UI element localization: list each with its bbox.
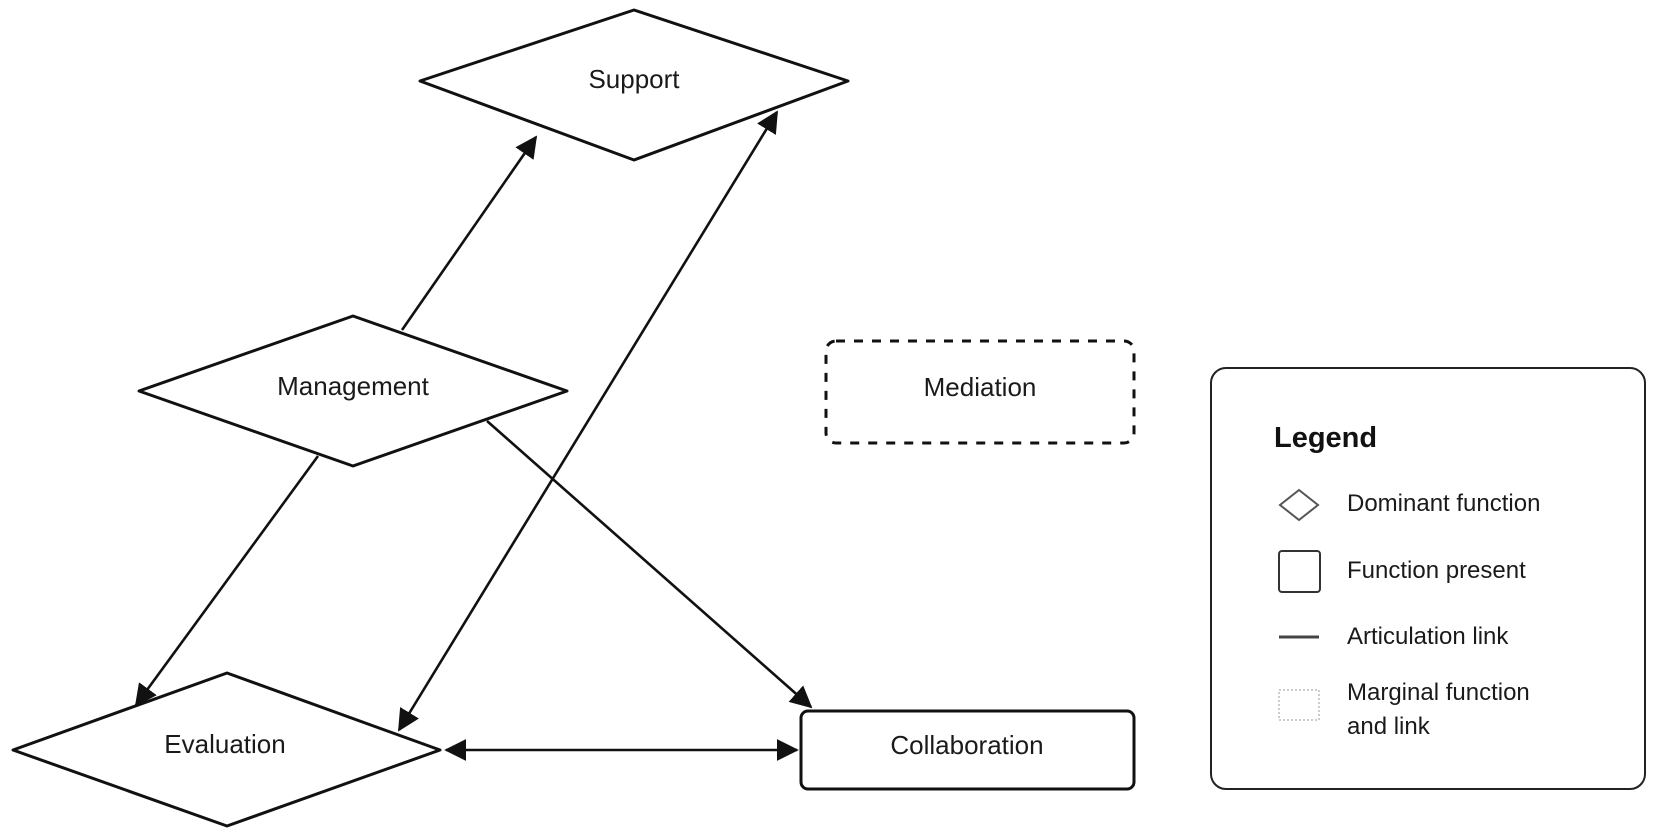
legend-title: Legend <box>1274 422 1377 454</box>
evaluation-label: Evaluation <box>164 729 285 759</box>
evaluation-diamond <box>11 671 442 828</box>
collaboration-label: Collaboration <box>890 730 1043 760</box>
legend-dotted-square-icon <box>1278 689 1320 721</box>
links <box>134 110 813 761</box>
mediation-box <box>824 339 1136 445</box>
link-evaluation-support <box>397 110 779 732</box>
node-collaboration: Collaboration <box>799 709 1136 791</box>
legend-item-present: Function present <box>1347 557 1526 584</box>
node-management: Management <box>137 314 569 468</box>
node-mediation: Mediation <box>824 339 1136 445</box>
management-diamond <box>137 314 569 468</box>
support-label: Support <box>588 64 680 94</box>
legend-item-marginal-line2: and link <box>1347 713 1431 740</box>
legend-diamond-icon <box>1278 488 1320 522</box>
link-management-support <box>400 135 538 331</box>
support-diamond <box>418 8 850 162</box>
legend-item-articulation: Articulation link <box>1347 623 1509 650</box>
mediation-label: Mediation <box>924 372 1037 402</box>
legend-square-icon <box>1278 550 1321 593</box>
legend-item-dominant: Dominant function <box>1347 490 1540 517</box>
legend-box <box>1210 367 1646 790</box>
link-management-collaboration <box>486 420 813 709</box>
management-label: Management <box>277 371 430 401</box>
node-evaluation: Evaluation <box>11 671 442 828</box>
legend: Legend Dominant function Function presen… <box>1210 367 1646 790</box>
node-support: Support <box>418 8 850 162</box>
collaboration-box <box>799 709 1136 791</box>
link-management-evaluation <box>134 455 320 707</box>
legend-item-marginal-line1: Marginal function <box>1347 679 1530 706</box>
